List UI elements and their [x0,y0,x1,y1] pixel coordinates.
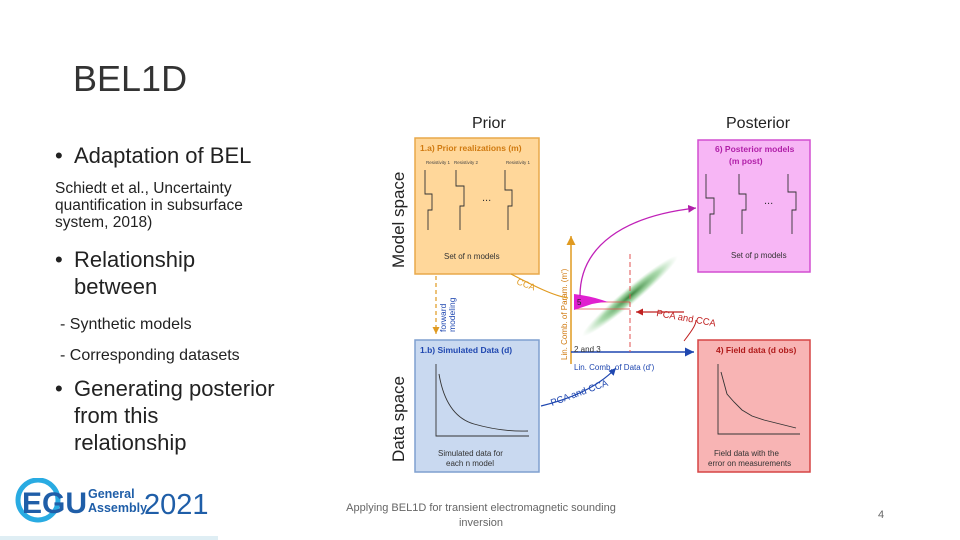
lin-param-label: Lin. Comb. of Param. (m') [560,268,569,360]
bullet-text: from this [74,403,159,428]
bullet-generating: • Generating posterior from this relatio… [55,375,275,456]
bullet-dot: • [55,143,63,168]
label-data-space: Data space [389,376,408,462]
box-field-caption: error on measurements [708,459,791,468]
footer-line: inversion [458,517,504,529]
step-5-label: 5 [577,298,582,307]
sub-item-synthetic: - Synthetic models [60,316,192,333]
step-2-3-label: 2 and 3 [574,345,601,354]
bullet-text: Generating posterior [74,376,275,401]
reference-line: Schiedt et al., Uncertainty [55,180,232,197]
box-field-title: 4) Field data (d obs) [716,345,796,355]
box-post-title: 6) Posterior models [715,144,795,154]
forward-modeling-label: forward [438,303,448,332]
model-label: Resistivity 1 [506,160,531,165]
bullet-text: Adaptation of BEL [74,143,252,168]
slide-title: BEL1D [73,58,188,99]
box-simulated-data: 1.b) Simulated Data (d) Simulated data f… [414,339,540,473]
header-prior: Prior [472,115,506,132]
box-prior-caption: Set of n models [444,252,500,261]
reference-text: Schiedt et al., Uncertainty quantificati… [55,180,243,231]
footer-line: Applying BEL1D for transient electromagn… [346,502,616,514]
forward-modeling-label: modeling [447,297,457,332]
header-posterior: Posterior [726,115,791,132]
label-model-space: Model space [389,172,408,268]
lin-data-label: Lin. Comb. of Data (d') [574,363,655,372]
model-label: Resistivity 1 [426,160,451,165]
logo-letters: EGU [22,487,87,520]
logo-ring [15,478,61,523]
box-prior-title: 1.a) Prior realizations (m) [420,143,522,153]
box-field-data: 4) Field data (d obs) Field data with th… [697,339,811,473]
slide-footer: Applying BEL1D for transient electromagn… [340,501,622,531]
box-sim-title: 1.b) Simulated Data (d) [420,345,512,355]
bullet-relationship: • Relationship between [55,246,195,300]
model-label: Resistivity 2 [454,160,479,165]
box-posterior-models: 6) Posterior models (m post) ... Set of … [697,139,811,273]
page-number: 4 [878,509,885,521]
reference-line: system, 2018) [55,214,153,231]
bullet-dot: • [55,247,63,272]
box-prior-realizations: 1.a) Prior realizations (m) Resistivity … [414,137,540,275]
cca-label: CCA [515,276,536,292]
pca-cca-bottom-label: PCA and CCA [549,378,610,409]
box-post-caption: Set of p models [731,251,787,260]
box-field-caption: Field data with the [714,449,779,458]
egu-general-assembly-logo: EGU General Assembly 2021 [15,478,209,523]
logo-line2: Assembly [88,501,147,515]
logo-line1: General [88,487,135,501]
posterior-distribution-shape [574,294,608,310]
bel-workflow-diagram: Prior Posterior Model space Data space 1… [389,115,811,473]
box-sim-caption: Simulated data for [438,449,503,458]
box-post-subtitle: (m post) [729,156,763,166]
ellipsis: ... [764,195,773,207]
bullet-text: between [74,274,158,299]
ellipsis: ... [482,192,491,204]
bullet-adaptation: • Adaptation of BEL [55,142,251,169]
pca-cca-right-label: PCA and CCA [655,308,717,329]
bullet-text: Relationship [74,247,196,272]
bullet-dot: • [55,376,63,401]
bullet-text: relationship [74,430,187,455]
sub-item-datasets: - Corresponding datasets [60,347,240,364]
bottom-accent-bar [0,536,218,540]
reference-line: quantification in subsurface [55,197,243,214]
box-sim-caption: each n model [446,459,494,468]
logo-year: 2021 [144,489,209,521]
